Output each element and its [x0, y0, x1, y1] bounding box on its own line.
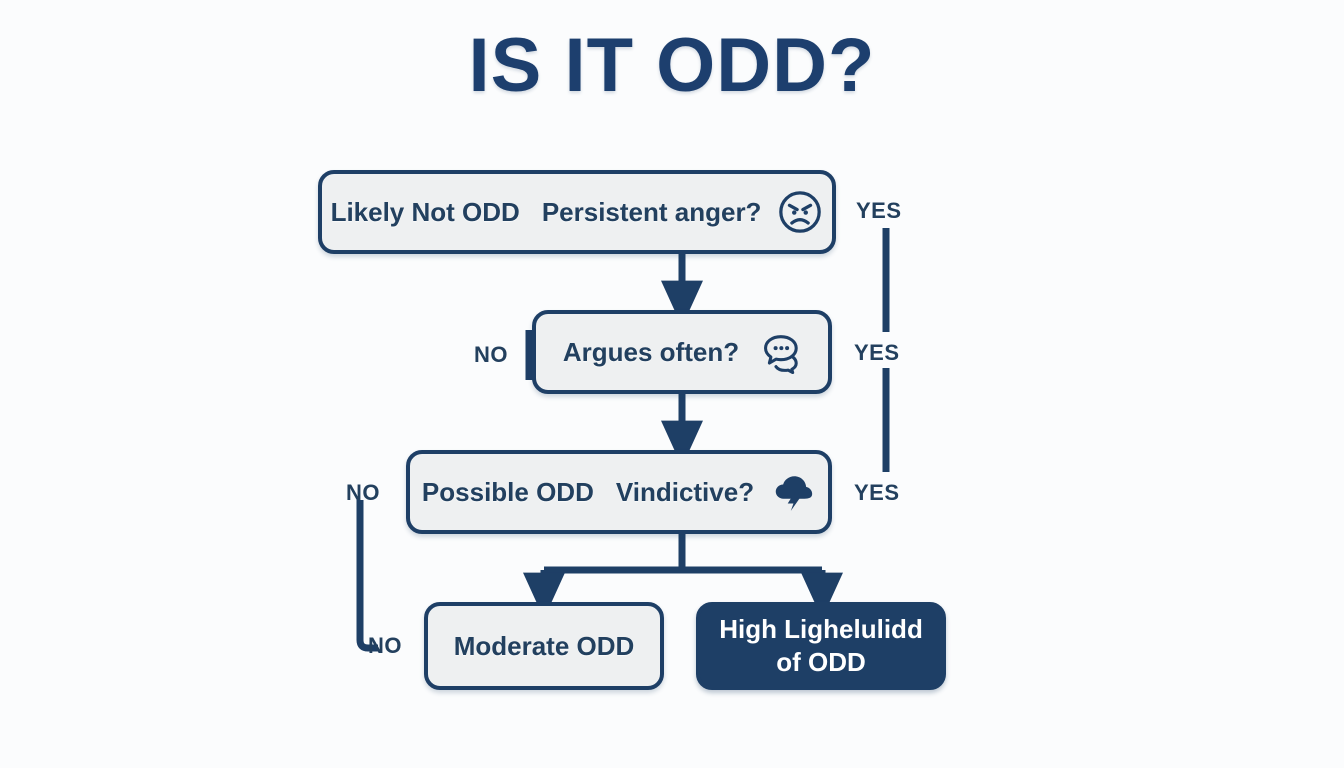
node-content: Moderate ODD	[432, 631, 657, 662]
branch-label-yes-2: YES	[854, 340, 900, 365]
no-rail-vindictive	[356, 500, 378, 652]
branch-label-yes-3: YES	[854, 480, 900, 505]
node-label-line1: High Lighelulidd	[719, 613, 923, 644]
branch-label-yes-1: YES	[856, 198, 902, 223]
node-label: Moderate ODD	[453, 630, 635, 661]
node-content: Argues often?	[541, 329, 823, 375]
node-lead-label: Likely Not ODD	[330, 196, 520, 227]
decision-node-argues-often[interactable]: Argues often?	[532, 310, 832, 394]
branch-label-no-2: NO	[346, 480, 380, 505]
node-content: Possible ODD Vindictive?	[400, 469, 838, 515]
outcome-node-moderate-odd[interactable]: Moderate ODD	[424, 602, 664, 690]
branch-label-no-1: NO	[474, 342, 508, 367]
angry-face-icon	[777, 189, 823, 235]
decision-node-persistent-anger[interactable]: Likely Not ODD Persistent anger?	[318, 170, 836, 254]
node-label: Vindictive?	[615, 476, 755, 507]
node-label: Argues often?	[562, 336, 740, 367]
node-label: Persistent anger?	[541, 196, 762, 227]
node-label-line2: of ODD	[776, 647, 866, 677]
speech-bubbles-icon	[755, 329, 801, 375]
page-title: IS IT ODD?	[468, 23, 876, 108]
decision-node-vindictive[interactable]: Possible ODD Vindictive?	[406, 450, 832, 534]
outcome-node-high-odd[interactable]: High Lighelulidd of ODD	[696, 602, 946, 690]
node-content: High Lighelulidd of ODD	[697, 614, 945, 678]
storm-cloud-icon	[770, 469, 816, 515]
node-content: Likely Not ODD Persistent anger?	[309, 189, 846, 235]
branch-label-no-3: NO	[368, 633, 402, 658]
node-lead-label: Possible ODD	[421, 476, 594, 507]
